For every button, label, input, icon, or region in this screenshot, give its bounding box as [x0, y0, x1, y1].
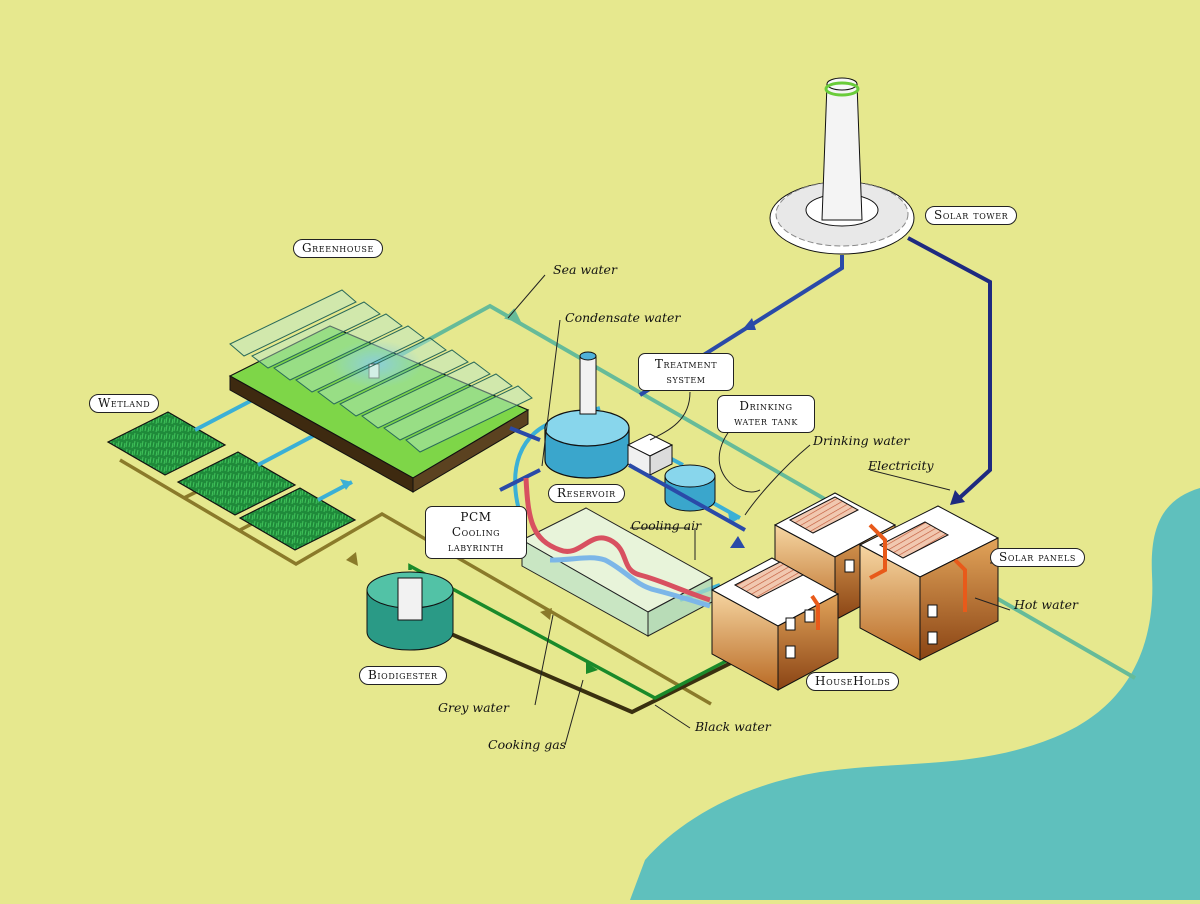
flow-grey-water: Grey water — [438, 700, 509, 715]
reservoir — [544, 351, 630, 479]
label-biodigester: Biodigester — [359, 666, 447, 685]
pcm-labyrinth — [520, 477, 714, 637]
greenhouse — [228, 289, 533, 493]
electricity-arrow-b — [950, 490, 965, 505]
solar-tower — [769, 77, 915, 255]
drinking-water-tank — [664, 464, 716, 512]
reservoir-households-arrow — [730, 536, 745, 548]
grey-water-arrow-a — [346, 552, 358, 566]
leader-lines — [477, 274, 1020, 746]
flow-cooling-air: Cooling air — [631, 518, 702, 533]
households — [710, 492, 1000, 691]
greenhouse-to-reservoir-pipe — [509, 426, 541, 442]
grey-water-pipe — [119, 458, 712, 706]
flow-hot-water: Hot water — [1014, 597, 1078, 612]
flow-black-water: Black water — [695, 719, 771, 734]
condensate-arrow-a — [340, 479, 352, 490]
cooking-gas-pipe — [408, 563, 733, 700]
flow-electricity: Electricity — [868, 458, 934, 473]
label-solar-tower: Solar tower — [925, 206, 1018, 225]
flow-sea-water: Sea water — [553, 262, 617, 277]
flow-condensate-water: Condensate water — [565, 310, 681, 325]
electricity-reservoir-pipe — [638, 255, 844, 397]
black-water-pipe — [399, 610, 746, 715]
pcm-reservoir-pipe — [499, 468, 541, 492]
sea — [630, 488, 1200, 900]
cooking-gas-arrow — [586, 662, 598, 674]
label-pcm: PCM Cooling labyrinth — [425, 506, 527, 559]
label-households: HouseHolds — [806, 672, 900, 691]
electricity-households-pipe — [907, 236, 992, 504]
flow-cooking-gas: Cooking gas — [488, 737, 567, 752]
label-drinking-tank: Drinking water tank — [717, 395, 815, 433]
biodigester — [366, 571, 454, 651]
wetland — [106, 411, 357, 551]
sea-water-arrow — [504, 308, 522, 324]
label-solar-panels: Solar panels — [990, 548, 1085, 567]
treatment-box — [626, 433, 674, 476]
flow-drinking-water: Drinking water — [813, 433, 910, 448]
label-wetland: Wetland — [89, 394, 160, 413]
label-greenhouse: Greenhouse — [293, 239, 383, 258]
electricity-arrow-a — [742, 318, 756, 330]
label-treatment: Treatment system — [638, 353, 734, 391]
grey-water-arrow-b — [540, 608, 552, 620]
label-reservoir: Reservoir — [548, 484, 625, 503]
reservoir-households-pipe — [628, 463, 746, 532]
